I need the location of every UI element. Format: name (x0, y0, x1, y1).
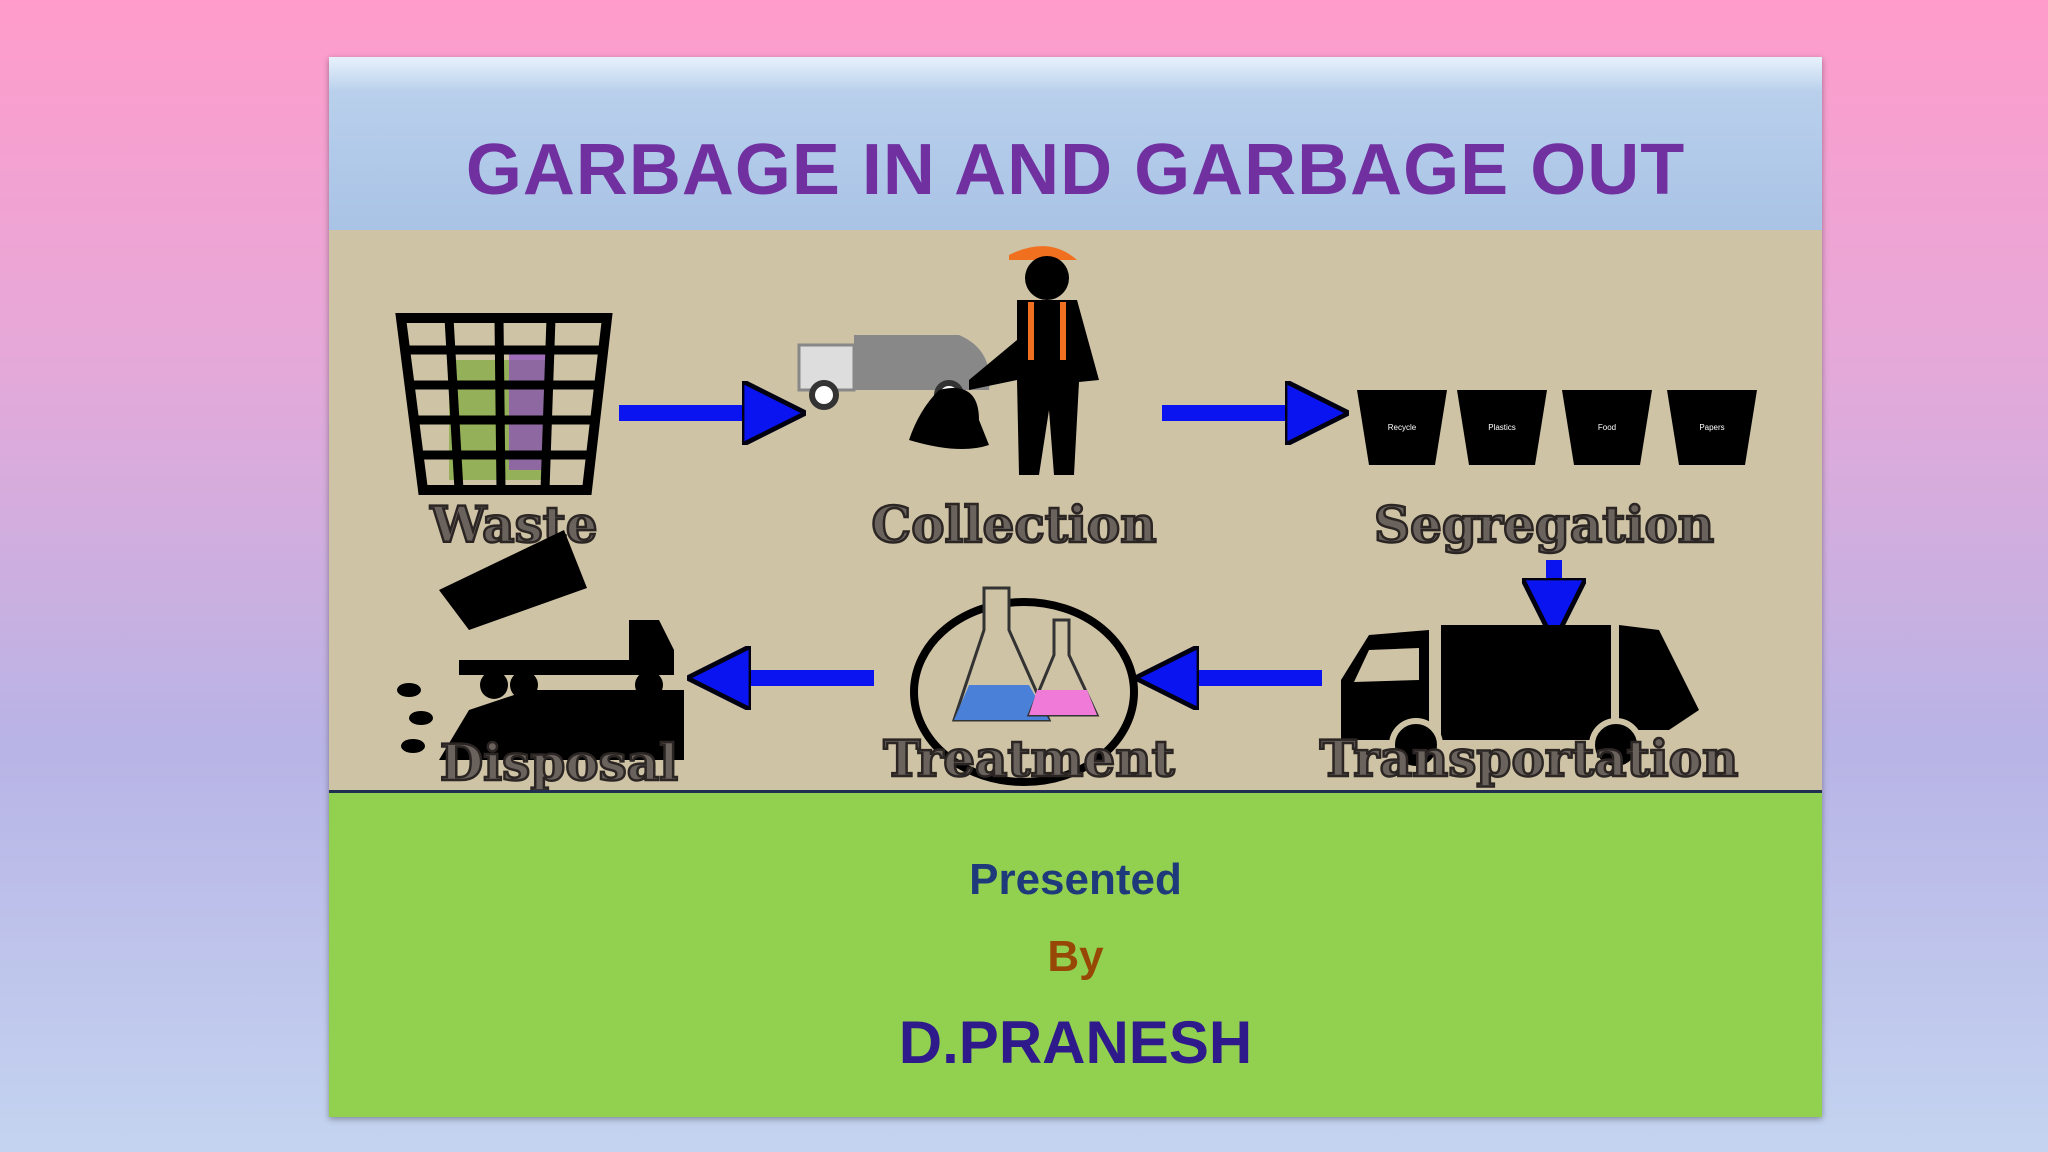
presenter-panel: Presented By D.PRANESH (329, 793, 1822, 1117)
garbage-truck-icon (1341, 625, 1699, 772)
slide: GARBAGE IN AND GARBAGE OUT Waste (329, 57, 1822, 1117)
step-label-segregation: Segregation (1374, 495, 1714, 554)
step-label-transportation: Transportation (1320, 729, 1739, 788)
bin-label-food: Food (1598, 423, 1616, 432)
segregation-bins-icon: Recycle Plastics Food Papers (1357, 390, 1757, 465)
step-label-disposal: Disposal (440, 733, 678, 790)
dump-truck-icon (397, 530, 684, 760)
garbage-collector-icon (797, 246, 1099, 475)
lab-flasks-icon (910, 586, 1138, 786)
bin-label-papers: Papers (1699, 423, 1724, 432)
title-band: GARBAGE IN AND GARBAGE OUT (329, 57, 1822, 230)
presented-label: Presented (969, 855, 1182, 904)
step-label-waste: Waste (429, 495, 597, 554)
bin-label-recycle: Recycle (1388, 423, 1417, 432)
bin-label-plastics: Plastics (1488, 423, 1516, 432)
waste-basket-icon (395, 313, 613, 495)
slide-title: GARBAGE IN AND GARBAGE OUT (465, 130, 1686, 210)
author-name: D.PRANESH (898, 1009, 1253, 1076)
waste-process-diagram: Waste Collection Recycle Plastics Food (329, 230, 1822, 793)
step-label-treatment: Treatment (883, 729, 1174, 788)
step-label-collection: Collection (871, 495, 1156, 554)
by-label: By (1047, 932, 1104, 981)
